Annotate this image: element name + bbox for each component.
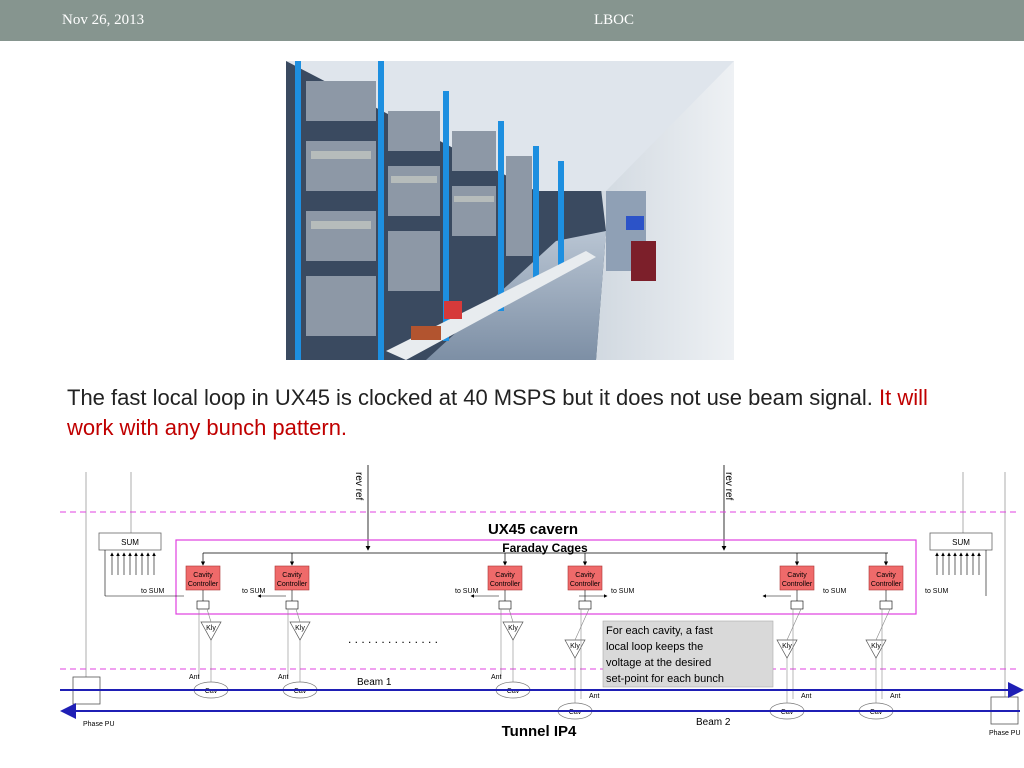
cavity-label: Cav <box>870 709 883 716</box>
cavity-controller-box <box>487 565 523 591</box>
cavity-controller-label: Controller <box>570 581 601 588</box>
cavity-controller-label: Cavity <box>193 572 213 579</box>
klystron-label: Kly <box>295 625 305 632</box>
klystron-label: Kly <box>871 643 881 650</box>
cavity-controller-label: Cavity <box>575 572 595 579</box>
cavity-label: Cav <box>507 688 520 695</box>
cavity-controller-label: Cavity <box>787 572 807 579</box>
sum-block-left: SUM <box>98 532 184 597</box>
note-line-3: voltage at the desired <box>606 657 711 669</box>
to-sum-label-2: to SUM <box>242 588 266 595</box>
tunnel-ip4-title: Tunnel IP4 <box>502 723 577 740</box>
cavity-controller-label: Cavity <box>495 572 515 579</box>
cavity-controller-box <box>779 565 815 591</box>
note-line-2: local loop keeps the <box>606 641 703 653</box>
cavity-note: For each cavity, a fast local loop keeps… <box>602 620 774 688</box>
faraday-cages-title: Faraday Cages <box>502 541 588 555</box>
body-main-text: The fast local loop in UX45 is clocked a… <box>67 385 873 410</box>
ux45-cavern-title: UX45 cavern <box>488 521 578 538</box>
cavity-controller-label: Cavity <box>282 572 302 579</box>
note-line-1: For each cavity, a fast <box>606 625 713 637</box>
to-sum-label-1: to SUM <box>141 588 165 595</box>
phase-pu-label-right: Phase PU <box>989 730 1021 737</box>
rf-loop-diagram: rev ref rev ref UX45 cavern Faraday Cage… <box>60 465 1024 740</box>
phase-pu-label-left: Phase PU <box>83 721 115 728</box>
cavity-controller-box <box>868 565 904 591</box>
klystron-label: Kly <box>508 625 518 632</box>
to-sum-label-3: to SUM <box>455 588 479 595</box>
rack-room-photo <box>286 61 734 360</box>
cavity-controller-label: Controller <box>188 581 219 588</box>
slide-header: Nov 26, 2013 LBOC <box>0 0 1024 41</box>
klystron-label: Kly <box>570 643 580 650</box>
cavity-controller-box <box>274 565 310 591</box>
sum-block-right: SUM <box>929 532 993 596</box>
header-title: LBOC <box>594 12 635 28</box>
antenna-label: Ant <box>801 693 812 700</box>
antenna-label: Ant <box>189 674 200 681</box>
body-highlight-text: It will work with any bunch pattern. <box>67 385 928 440</box>
rev-ref-label-2: rev ref <box>723 472 734 501</box>
sum-label-right: SUM <box>952 538 970 547</box>
antenna-label: Ant <box>278 674 289 681</box>
cavity-label: Cav <box>294 688 307 695</box>
antenna-label: Ant <box>491 674 502 681</box>
slide-body-text: The fast local loop in UX45 is clocked a… <box>67 383 967 443</box>
klystron-label: Kly <box>782 643 792 650</box>
cavity-controller-box <box>185 565 221 591</box>
cavity-controller-label: Controller <box>782 581 813 588</box>
beam2-label: Beam 2 <box>696 717 731 728</box>
cavity-controller-label: Cavity <box>876 572 896 579</box>
klystron-label: Kly <box>206 625 216 632</box>
cavity-controller-label: Controller <box>871 581 902 588</box>
cavity-controller-label: Controller <box>277 581 308 588</box>
to-sum-label-5: to SUM <box>823 588 847 595</box>
header-date: Nov 26, 2013 <box>62 12 145 28</box>
cavity-label: Cav <box>205 688 218 695</box>
note-line-4: set-point for each bunch <box>606 673 724 685</box>
continuation-dots: . . . . . . . . . . . . . . <box>348 632 438 646</box>
to-sum-label-4: to SUM <box>611 588 635 595</box>
beam1-label: Beam 1 <box>357 677 392 688</box>
cavity-label: Cav <box>569 709 582 716</box>
antenna-label: Ant <box>890 693 901 700</box>
to-sum-label-6: to SUM <box>925 588 949 595</box>
rev-ref-label-1: rev ref <box>353 472 364 501</box>
sum-label-left: SUM <box>121 538 139 547</box>
cavity-label: Cav <box>781 709 794 716</box>
antenna-label: Ant <box>589 693 600 700</box>
cavity-controller-label: Controller <box>490 581 521 588</box>
faraday-cage-box <box>175 539 917 615</box>
